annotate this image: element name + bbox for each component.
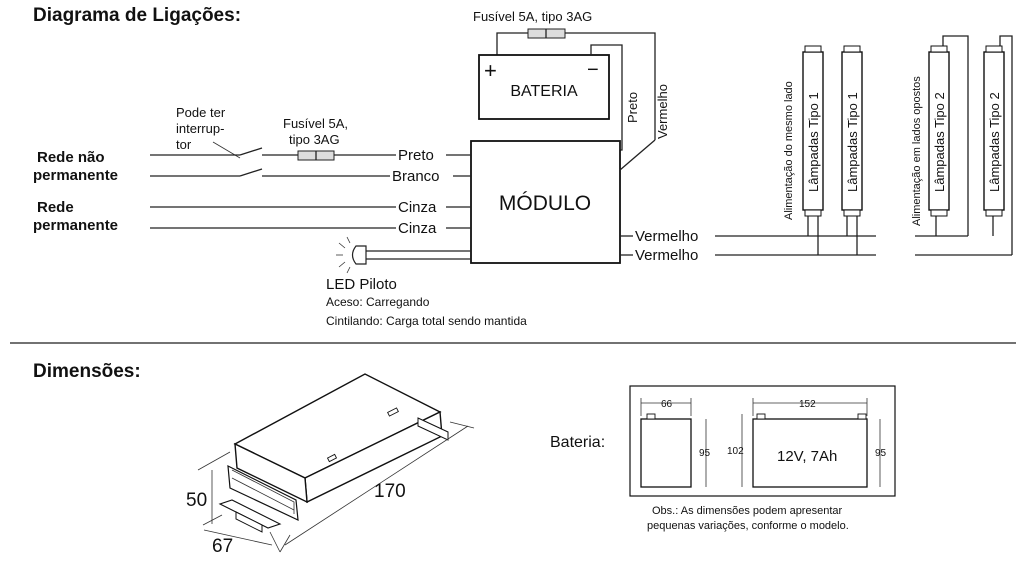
battery-negative-wire <box>590 44 623 151</box>
led-line2: Cintilando: Carga total sendo mantida <box>326 314 527 328</box>
battery-label: BATERIA <box>510 83 578 100</box>
lamp-type2-a-label: Lâmpadas Tipo 2 <box>932 92 947 192</box>
wire-branco <box>150 168 471 177</box>
rede-permanente-l2: permanente <box>33 217 118 234</box>
switch-label-l3: tor <box>176 137 192 152</box>
lamp-type2-b-label: Lâmpadas Tipo 2 <box>987 92 1002 192</box>
rede-nao-permanente-l2: permanente <box>33 167 118 184</box>
wire-black-vertical-label: Preto <box>625 92 640 123</box>
left-fuse-label-l2: tipo 3AG <box>289 132 340 147</box>
battery-box <box>478 54 610 120</box>
module-height-dim: 50 <box>186 490 207 511</box>
module-box <box>470 140 621 264</box>
wire-preto-label: Preto <box>398 147 434 164</box>
lamp-type1-a-label: Lâmpadas Tipo 1 <box>806 92 821 192</box>
group2-wires <box>915 35 1013 256</box>
top-fuse-label: Fusível 5A, tipo 3AG <box>473 9 592 24</box>
switch-label-l2: interrup- <box>176 121 224 136</box>
battery-dim-95-left: 95 <box>699 448 711 459</box>
rede-nao-permanente-l1: Rede não <box>37 149 105 166</box>
battery-dim-95-right: 95 <box>875 448 887 459</box>
wire-branco-label: Branco <box>392 168 440 185</box>
module-length-dim: 170 <box>374 481 406 502</box>
dimensions-title: Dimensões: <box>33 361 141 382</box>
group2-caption: Alimentação em lados opostos <box>911 76 923 226</box>
left-fuse-label-l1: Fusível 5A, <box>283 116 348 131</box>
battery-side-view <box>640 398 707 488</box>
group1-caption: Alimentação do mesmo lado <box>783 81 795 220</box>
battery-positive-wire <box>619 139 656 171</box>
top-fuse-wire <box>496 28 656 140</box>
module-label: MÓDULO <box>499 192 591 215</box>
battery-dim-152: 152 <box>799 399 816 410</box>
battery-front-view <box>741 398 881 488</box>
led-line1: Aceso: Carregando <box>326 295 430 309</box>
wire-cinza-2-label: Cinza <box>398 220 437 237</box>
lamp-type1-b <box>841 45 863 255</box>
battery-rating: 12V, 7Ah <box>777 448 837 465</box>
wire-vermelho-1-label: Vermelho <box>635 228 698 245</box>
wire-red-vertical-label: Vermelho <box>655 84 670 139</box>
switch-label-l1: Pode ter <box>176 105 226 120</box>
battery-dim-102: 102 <box>727 446 744 457</box>
battery-minus-sign: − <box>587 59 599 81</box>
lamp-type2-b <box>983 45 1005 217</box>
battery-plus-sign: + <box>484 58 497 83</box>
module-drawing <box>197 373 475 553</box>
led-icon <box>336 236 471 274</box>
led-title: LED Piloto <box>326 276 397 293</box>
rede-permanente-l1: Rede <box>37 199 74 216</box>
note-line1: Obs.: As dimensões podem apresentar <box>652 505 842 517</box>
lamp-type2-a <box>928 45 950 217</box>
battery-dim-label: Bateria: <box>550 434 605 451</box>
wiring-title: Diagrama de Ligações: <box>33 5 241 26</box>
lamp-type1-a <box>802 45 824 255</box>
lamp-type1-b-label: Lâmpadas Tipo 1 <box>845 92 860 192</box>
wire-vermelho-2-label: Vermelho <box>635 247 698 264</box>
wire-cinza-1-label: Cinza <box>398 199 437 216</box>
note-line2: pequenas variações, conforme o modelo. <box>647 520 849 532</box>
battery-dim-66: 66 <box>661 399 673 410</box>
module-width-dim: 67 <box>212 536 233 557</box>
wire-preto <box>150 147 471 161</box>
